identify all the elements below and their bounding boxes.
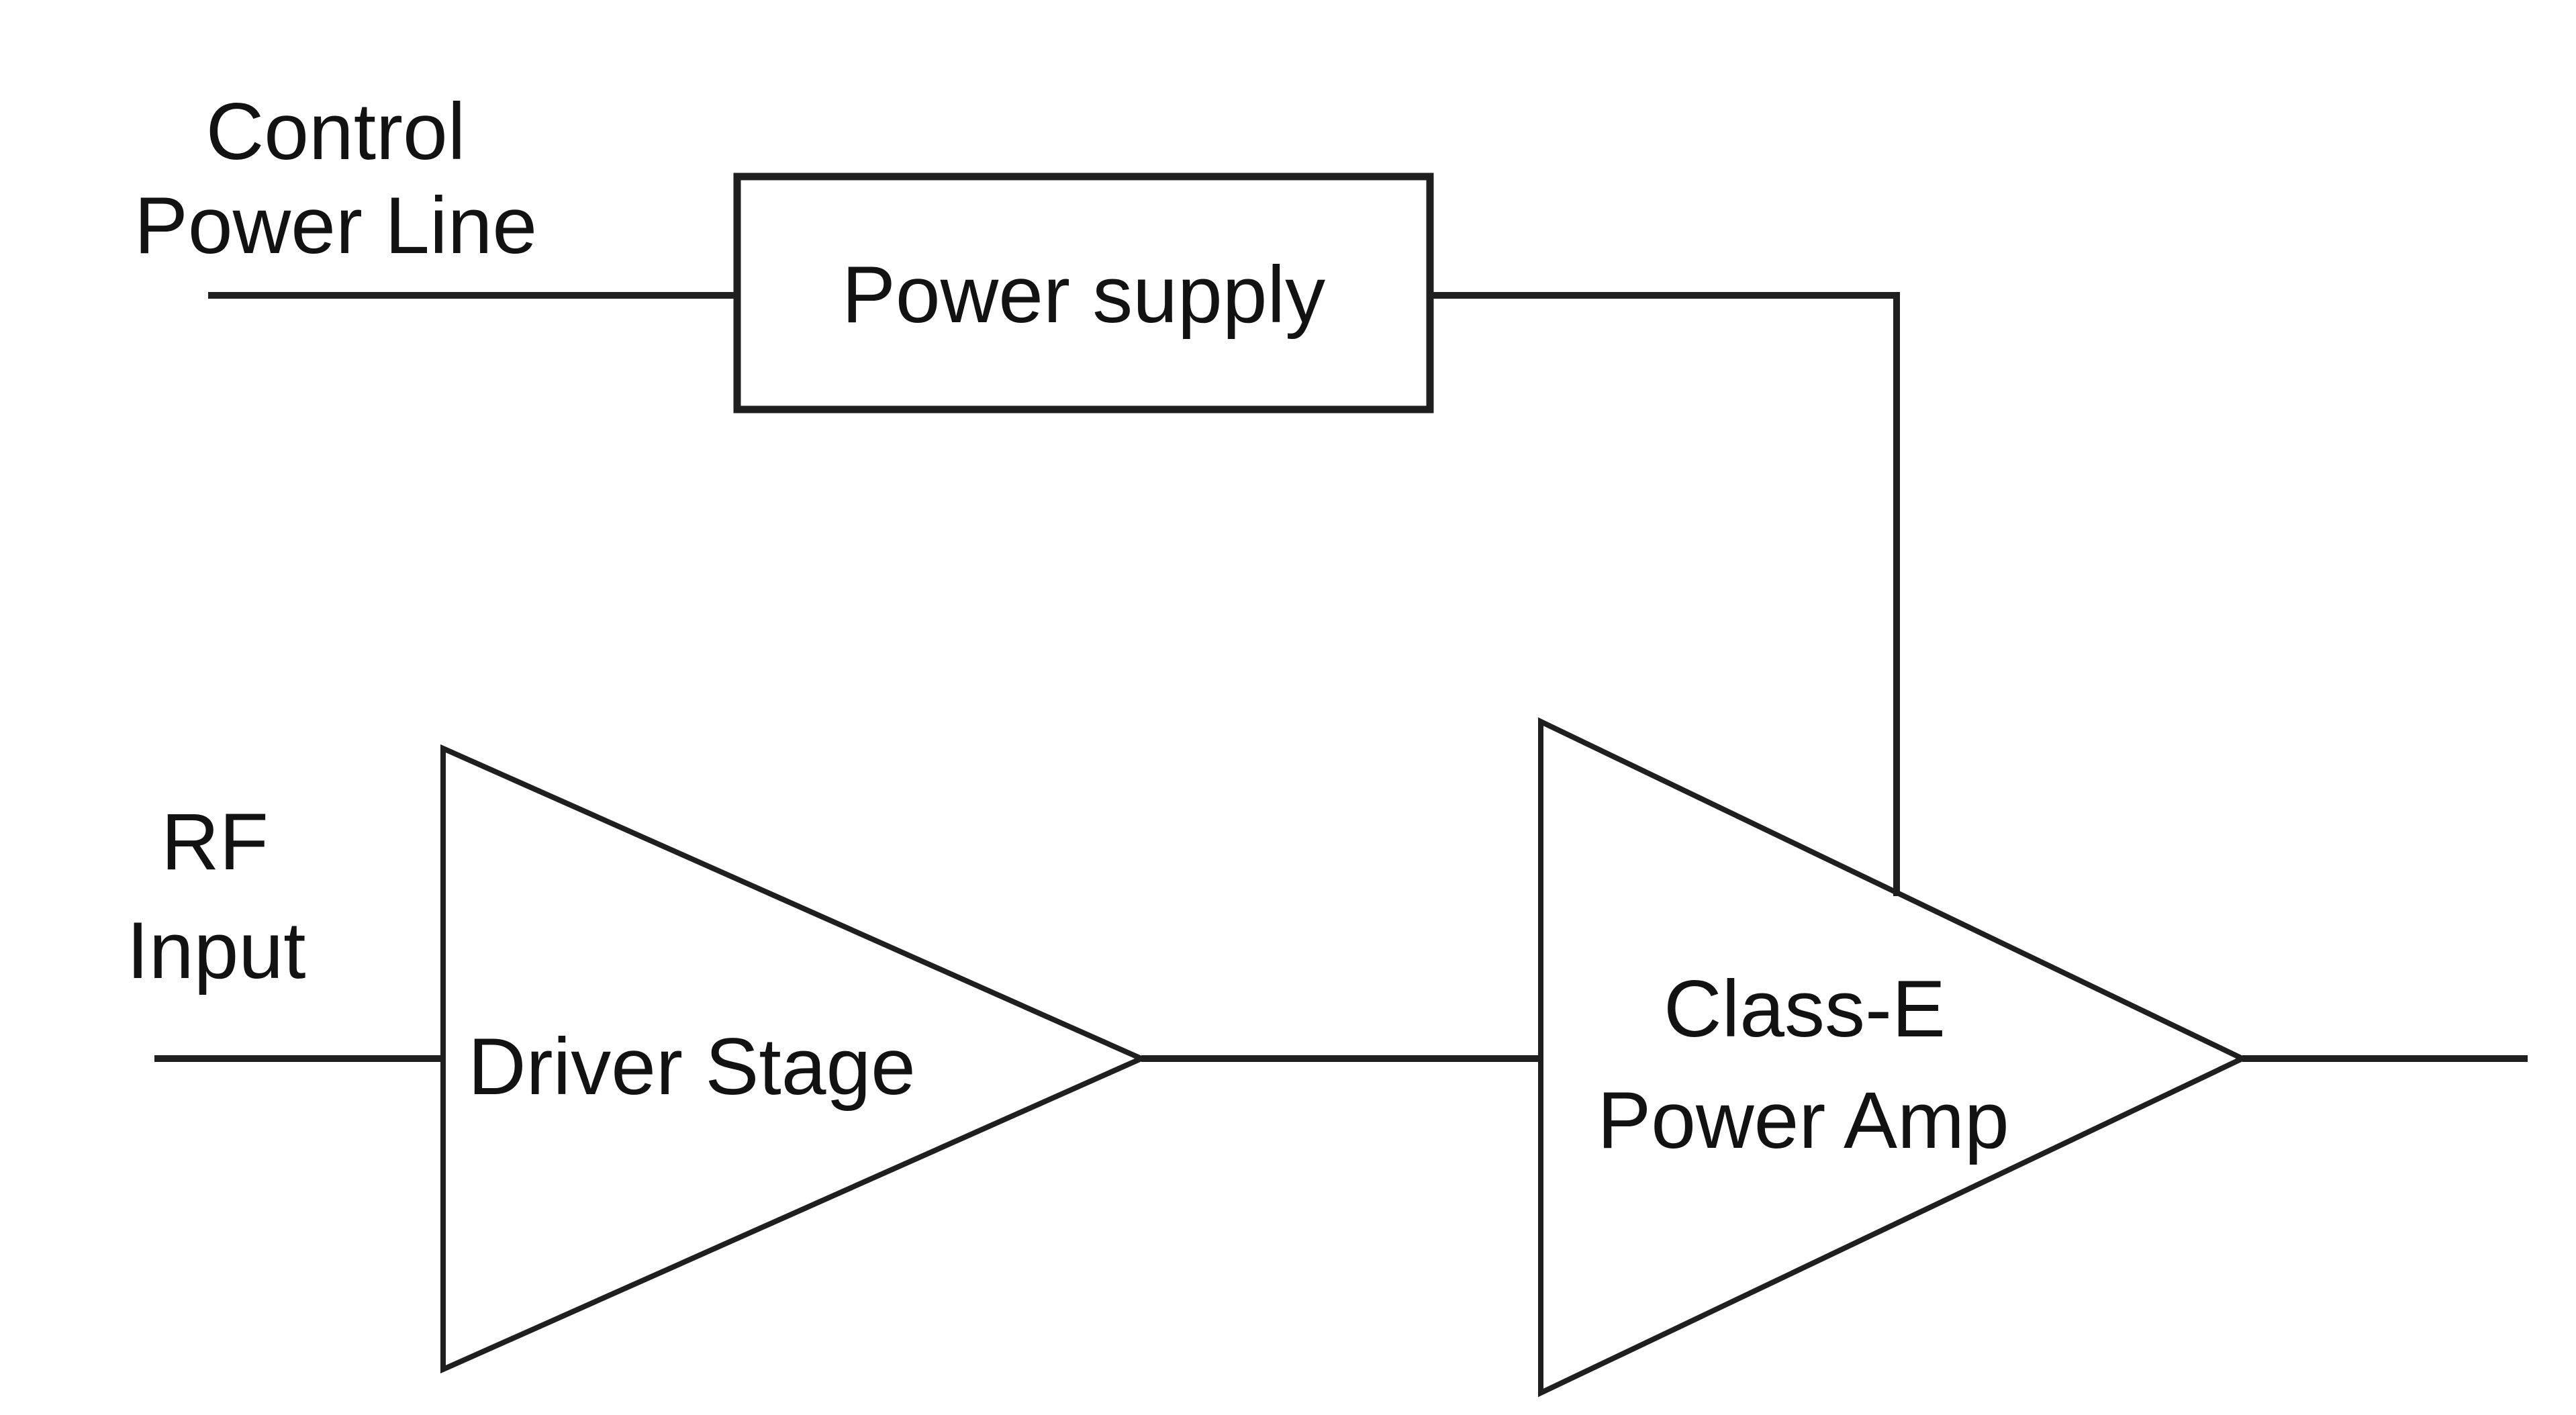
driver-stage-triangle — [440, 744, 1148, 1374]
control-power-line-label-line2: Power Line — [134, 181, 537, 271]
rf-input-label-line2: Input — [127, 906, 306, 995]
class-e-label-line2: Power Amp — [1597, 1075, 2009, 1165]
power-supply-label: Power supply — [842, 250, 1325, 340]
driver-stage-label: Driver Stage — [468, 1022, 916, 1112]
power-supply-box — [733, 173, 1434, 413]
class-e-label-line1: Class-E — [1664, 964, 1946, 1054]
control-power-line-label-line1: Control — [206, 87, 466, 177]
rf-input-label-line1: RF — [161, 797, 269, 887]
class-e-triangle — [1538, 717, 2249, 1398]
